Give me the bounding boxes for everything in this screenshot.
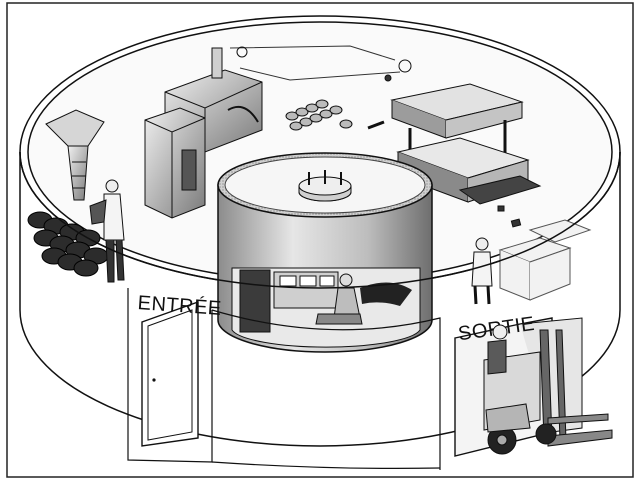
entrance-door <box>142 302 198 446</box>
